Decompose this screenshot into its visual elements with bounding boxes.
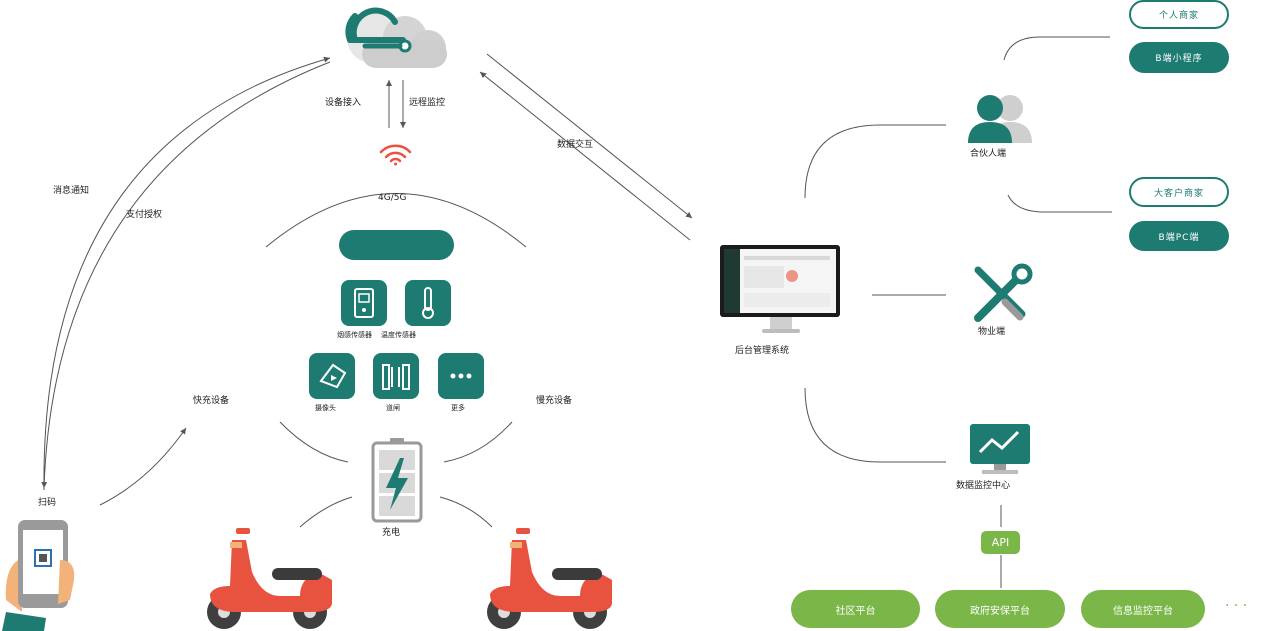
device-access-label: 设备接入	[325, 98, 362, 108]
temp-sensor-label: 温度传感器	[381, 331, 416, 339]
scooter-icon-right	[487, 528, 612, 629]
personal-merchant-pill: 个人商家	[1129, 0, 1229, 29]
wifi-icon	[379, 144, 412, 166]
scooter-icon-left	[207, 528, 332, 629]
more-icon	[438, 353, 484, 399]
exchange-arrow-down	[486, 53, 693, 219]
branch-monitor	[804, 387, 946, 463]
key-account-pill: 大客户商家	[1129, 177, 1229, 207]
tools-icon	[974, 263, 1033, 322]
property-label: 物业端	[978, 327, 1006, 337]
partner-people-icon	[968, 95, 1032, 143]
platform-gov-security: 政府安保平台	[935, 590, 1065, 628]
platform-community: 社区平台	[791, 590, 920, 628]
phone-scan-icon	[2, 520, 75, 631]
slow-charger-label: 慢充设备	[536, 396, 573, 406]
monitor-center-label: 数据监控中心	[956, 481, 1011, 491]
slow-arc	[443, 421, 513, 463]
remote-monitor-label: 远程监控	[409, 98, 446, 108]
monitor-center-icon	[970, 424, 1030, 474]
scan-label: 扫码	[38, 498, 57, 508]
station-top-arc	[265, 193, 527, 248]
branch-partner	[804, 124, 946, 199]
scan-to-fast-arrow	[99, 427, 187, 506]
smoke-sensor-label: 烟感传感器	[337, 331, 372, 339]
backend-label: 后台管理系统	[735, 346, 790, 356]
camera-icon	[309, 353, 355, 399]
camera-label: 摄像头	[315, 404, 336, 412]
pay-label: 支付授权	[126, 210, 163, 220]
network-label: 4G/5G	[378, 193, 407, 203]
exchange-label: 数据交互	[557, 140, 594, 150]
gate-label: 道闸	[386, 404, 400, 412]
battery-icon	[371, 438, 423, 523]
platform-info-monitor: 信息监控平台	[1081, 590, 1205, 628]
notify-arc	[41, 61, 331, 489]
more-label: 更多	[451, 404, 465, 412]
cloud-icon	[345, 7, 447, 68]
exchange-arrow-up	[479, 71, 691, 241]
partner-label: 合伙人端	[970, 149, 1007, 159]
backend-monitor-icon	[720, 245, 840, 333]
right-scooter-arc	[439, 496, 493, 528]
charge-label: 充电	[382, 528, 401, 538]
fast-arc	[279, 421, 349, 463]
pay-arc	[43, 56, 331, 491]
branch-top-pills	[1003, 36, 1110, 61]
b-pc-pill: B端PC端	[1129, 221, 1229, 251]
left-scooter-arc	[299, 496, 353, 528]
gate-icon	[373, 353, 419, 399]
station-header-pill	[339, 230, 454, 260]
b-miniprogram-pill: B端小程序	[1129, 42, 1229, 73]
branch-bottom-pills	[1007, 194, 1112, 213]
api-badge: API	[981, 531, 1020, 554]
more-platforms-ellipsis: · · ·	[1225, 598, 1248, 614]
fast-charger-label: 快充设备	[193, 396, 230, 406]
thermometer-icon	[405, 280, 451, 326]
notify-label: 消息通知	[53, 186, 90, 196]
smoke-sensor-icon	[341, 280, 387, 326]
